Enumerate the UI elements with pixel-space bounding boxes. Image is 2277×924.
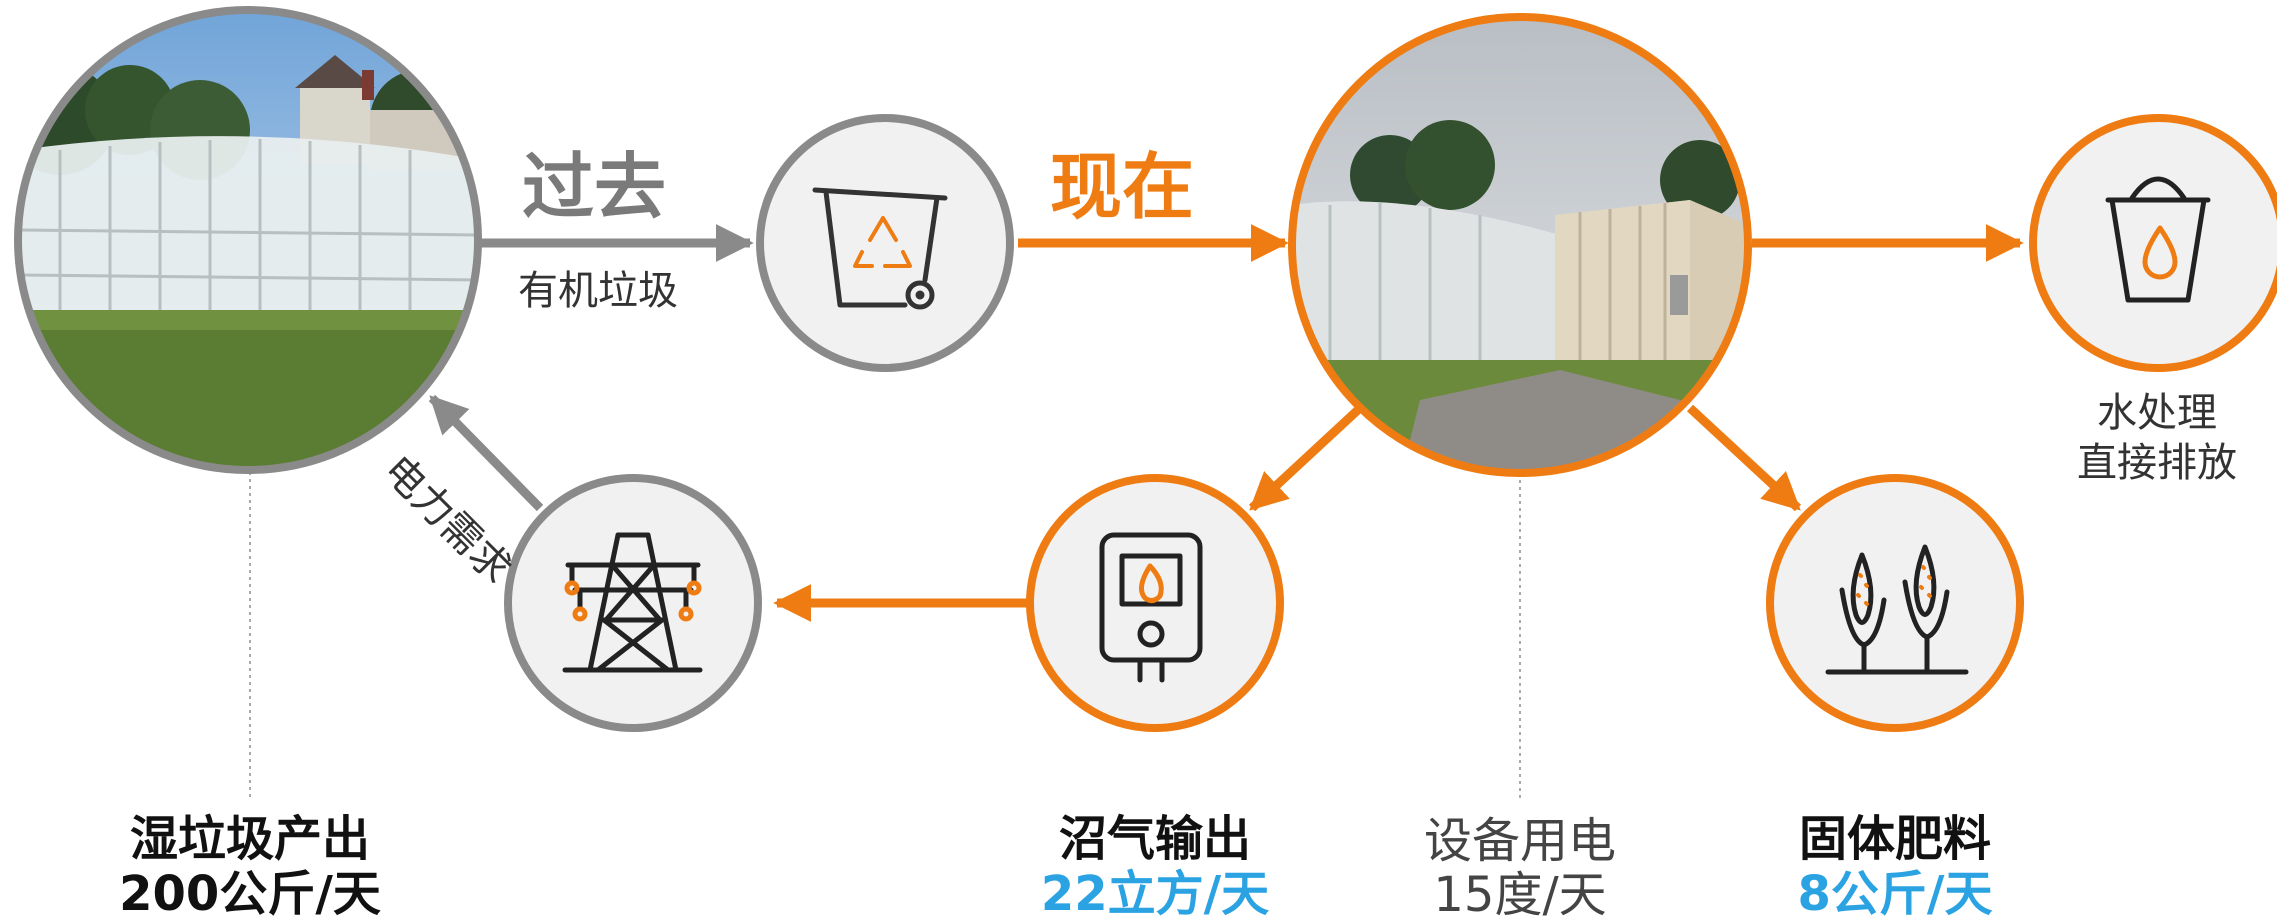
equipment-power-value: 15度/天 <box>1433 867 1607 923</box>
biogas-value: 22立方/天 <box>1040 866 1270 922</box>
water-node <box>2029 114 2277 372</box>
wet-waste-title: 湿垃圾产出 <box>129 811 370 867</box>
water-bucket-icon <box>2105 176 2211 303</box>
arrow-container-to-boiler <box>1248 404 1364 512</box>
equipment-power-title: 设备用电 <box>1423 813 1616 869</box>
recycle-bin-icon <box>812 187 948 310</box>
water-treatment-line2: 直接排放 <box>2077 440 2237 486</box>
power-tower-node <box>504 474 762 732</box>
now-label: 现在 <box>1050 145 1195 229</box>
corn-fertilizer-icon <box>1825 544 1969 675</box>
greenhouse-photo-ring <box>14 6 482 474</box>
arrow-container-to-fertilizer <box>1686 404 1802 512</box>
fertilizer-node <box>1766 474 2024 732</box>
gas-boiler-icon <box>1099 532 1203 683</box>
fertilizer-title: 固体肥料 <box>1798 811 1991 867</box>
arrow-tower-to-greenhouse <box>428 394 544 512</box>
water-treatment-line1: 水处理 <box>2097 390 2217 436</box>
fertilizer-value: 8公斤/天 <box>1797 866 1993 922</box>
greenhouse-photo <box>18 10 478 470</box>
power-tower-icon <box>562 532 703 673</box>
container-photo-ring <box>1288 13 1752 477</box>
biogas-title: 沼气输出 <box>1058 811 1251 867</box>
boiler-node <box>1026 474 1284 732</box>
wet-waste-value: 200公斤/天 <box>119 866 381 922</box>
recycle-bin-node <box>756 114 1014 372</box>
organic-waste-label: 有机垃圾 <box>518 268 678 314</box>
past-label: 过去 <box>522 145 667 229</box>
